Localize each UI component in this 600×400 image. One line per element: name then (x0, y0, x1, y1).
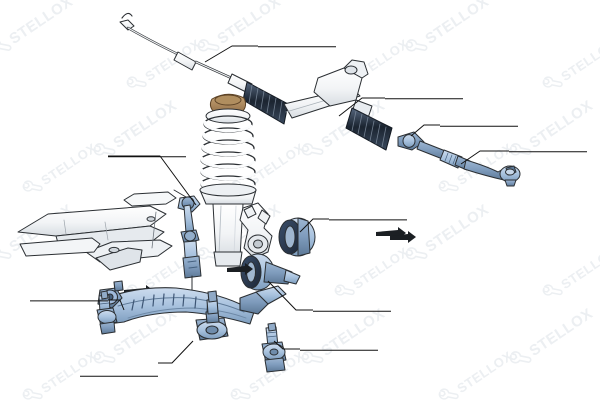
leader-line (204, 45, 258, 63)
leader-line (108, 299, 125, 311)
rack-boot-left (242, 81, 289, 125)
rack-boot-right (345, 107, 393, 151)
leader-line (299, 218, 329, 233)
leader-line (338, 97, 385, 117)
idler-bushing (278, 217, 316, 257)
inner-tie-rod (397, 131, 471, 171)
leader-line (410, 124, 440, 137)
lower-control-arm (97, 280, 287, 341)
ball-joint-rear (261, 322, 287, 373)
outer-tie-rod-end (463, 159, 521, 187)
leader-line (108, 155, 197, 206)
leader-line (267, 280, 313, 311)
leader-line (460, 150, 509, 165)
subframe (17, 191, 177, 271)
steering-knuckle (239, 202, 273, 259)
ball-joint-front (96, 290, 118, 335)
stabilizer-link (173, 189, 202, 293)
steering-rack (119, 12, 393, 151)
leader-line (158, 340, 194, 364)
leader-line (273, 340, 300, 350)
